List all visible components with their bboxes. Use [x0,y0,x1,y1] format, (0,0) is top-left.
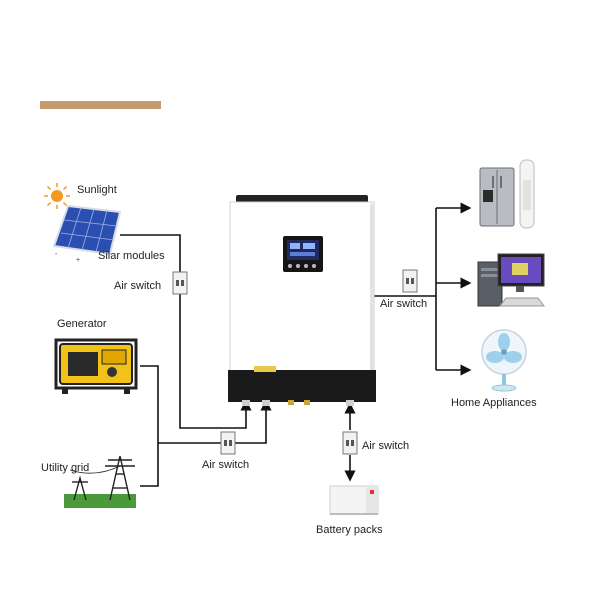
source-bus-line [158,399,272,444]
home-appliances-label: Home Appliances [451,397,537,409]
refrigerator-icon [479,167,515,227]
air-switch-grid-label: Air switch [202,459,250,471]
sun-icon [44,183,70,209]
air-switch-solar-label: Air switch [114,280,162,292]
accent-bar [40,101,161,109]
air-conditioner-icon [519,159,535,229]
breaker-icon-load [402,269,418,293]
battery-packs-label: Battery packs [316,524,383,536]
grid-line [140,443,159,487]
solar-line [120,234,252,429]
computer-icon [477,253,545,307]
breaker-icon-solar [172,271,188,295]
generator-icon [54,338,138,394]
fan-icon [481,329,527,392]
solar-modules-label: Silar modules [98,250,165,262]
connection-lines [120,202,472,487]
solar-panel-icon: - + [52,204,122,264]
generator-label: Generator [57,318,107,330]
air-switch-battery-label: Air switch [362,440,410,452]
inverter-screen [283,236,323,272]
inverter-icon [228,195,376,406]
air-switch-load-label: Air switch [380,298,428,310]
breaker-icon-battery [342,431,358,455]
inverter-terminals [242,400,354,406]
svg-text:+: + [76,257,80,264]
battery-icon [329,485,379,515]
svg-text:-: - [55,251,58,258]
breaker-icon-grid [220,431,236,455]
power-pylon-icon [64,455,136,508]
utility-grid-label: Utility grid [41,462,90,474]
sunlight-label: Sunlight [77,184,117,196]
generator-line [140,365,159,443]
